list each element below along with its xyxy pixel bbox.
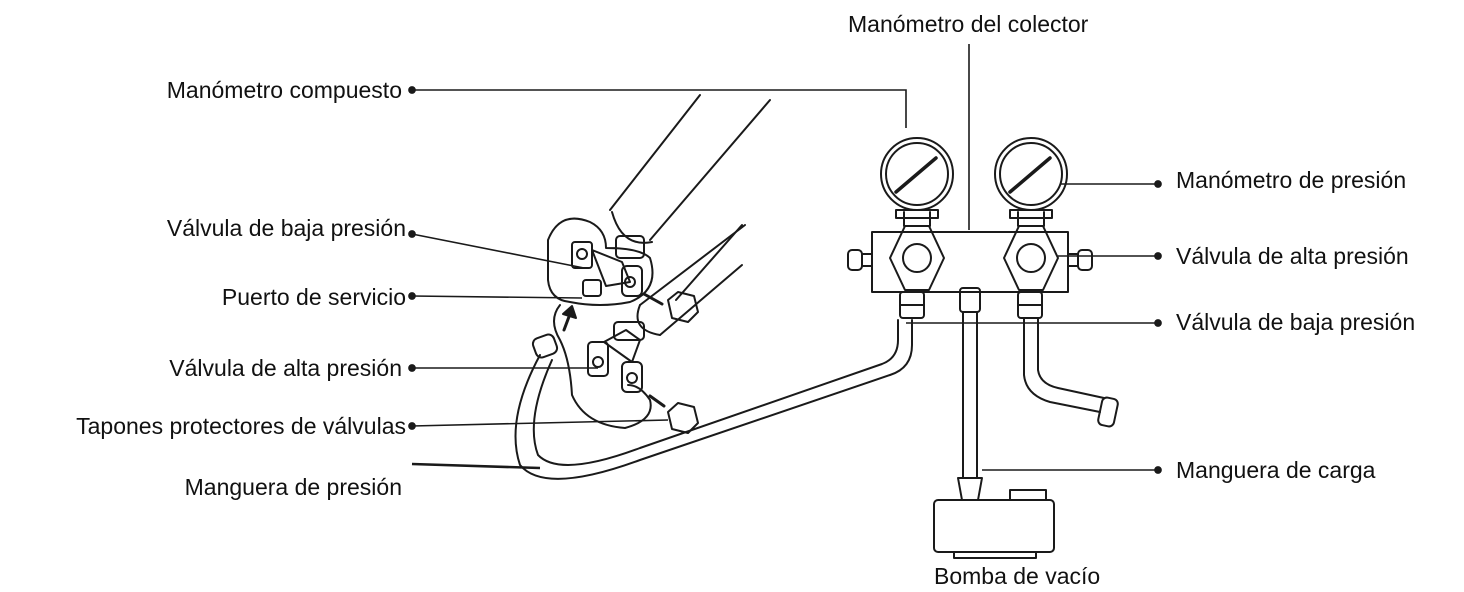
service-valve-body bbox=[547, 217, 654, 429]
label-low-valve-right: Válvula de baja presión bbox=[1176, 309, 1416, 335]
label-manifold-gauge: Manómetro del colector bbox=[848, 11, 1089, 37]
label-valve-caps: Tapones protectores de válvulas bbox=[76, 413, 406, 439]
refrigerant-pipes bbox=[609, 94, 771, 336]
right-hose bbox=[1023, 317, 1119, 428]
charge-hose bbox=[957, 311, 983, 501]
leader-compound-gauge bbox=[408, 86, 907, 128]
compound-gauge bbox=[880, 137, 954, 227]
label-pressure-gauge: Manómetro de presión bbox=[1176, 167, 1407, 193]
low-pressure-valve-left bbox=[571, 235, 645, 297]
high-pressure-valve-left bbox=[587, 321, 645, 393]
leader-low-valve-left bbox=[408, 230, 585, 269]
label-vacuum-pump: Bomba de vacío bbox=[934, 563, 1101, 589]
label-low-valve-left: Válvula de baja presión bbox=[166, 215, 406, 241]
valve-caps bbox=[642, 291, 699, 434]
leader-pressure-hose bbox=[411, 462, 541, 470]
manifold bbox=[847, 225, 1093, 319]
label-high-valve-right: Válvula de alta presión bbox=[1176, 243, 1409, 269]
label-high-valve-left: Válvula de alta presión bbox=[169, 355, 402, 381]
leader-valve-caps bbox=[408, 419, 669, 430]
pressure-gauge-drawing bbox=[994, 137, 1068, 227]
label-charge-hose: Manguera de carga bbox=[1176, 457, 1376, 483]
label-compound-gauge: Manómetro compuesto bbox=[166, 77, 402, 103]
pressure-hose bbox=[514, 319, 913, 480]
vacuum-pump bbox=[933, 489, 1055, 559]
label-service-port: Puerto de servicio bbox=[221, 284, 406, 310]
leader-service-port bbox=[408, 292, 583, 300]
label-pressure-hose: Manguera de presión bbox=[184, 474, 402, 500]
